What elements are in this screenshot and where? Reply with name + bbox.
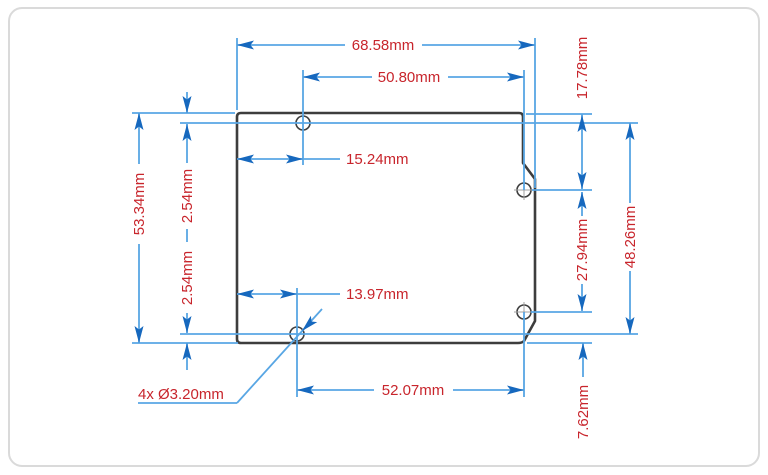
dimension-top-edge-to-hole: 2.54mm (179, 92, 196, 242)
dimension-label: 50.80mm (378, 69, 441, 86)
dimension-right-hole-spacing: 27.94mm (574, 192, 591, 311)
dimension-bottom-hole-span: 52.07mm (297, 382, 524, 399)
dimension-label: 53.34mm (131, 173, 148, 236)
dimension-right-top-hole-drop: 17.78mm (574, 37, 591, 189)
dimension-label: 15.24mm (346, 151, 409, 168)
dimension-bottom-edge-to-hole: 2.54mm (179, 251, 196, 370)
dimension-label: 52.07mm (382, 382, 445, 399)
dimension-bottom-hole-offset: 13.97mm (237, 286, 409, 303)
dimension-hole-grid-height: 48.26mm (622, 123, 639, 334)
dimension-label: 13.97mm (346, 286, 409, 303)
extension-lines (132, 38, 638, 397)
hole-diameter-label: 4x Ø3.20mm (138, 386, 224, 403)
dimension-label: 27.94mm (574, 219, 591, 282)
dimension-overall-width: 68.58mm (237, 37, 535, 54)
dimension-top-hole-offset: 15.24mm (237, 151, 409, 168)
dimension-label: 7.62mm (575, 385, 592, 439)
dimension-label: 2.54mm (179, 251, 196, 305)
dimension-overall-height: 53.34mm (131, 113, 148, 343)
dimension-label: 48.26mm (622, 206, 639, 269)
dimension-right-bottom-hole-rise: 7.62mm (575, 343, 592, 439)
dimension-label: 68.58mm (352, 37, 415, 54)
dimension-label: 17.78mm (574, 37, 591, 100)
dimension-top-hole-span: 50.80mm (303, 69, 524, 86)
dimension-label: 2.54mm (179, 169, 196, 223)
board-outline (235, 111, 537, 345)
hole-diameter-note: 4x Ø3.20mm (138, 308, 323, 404)
